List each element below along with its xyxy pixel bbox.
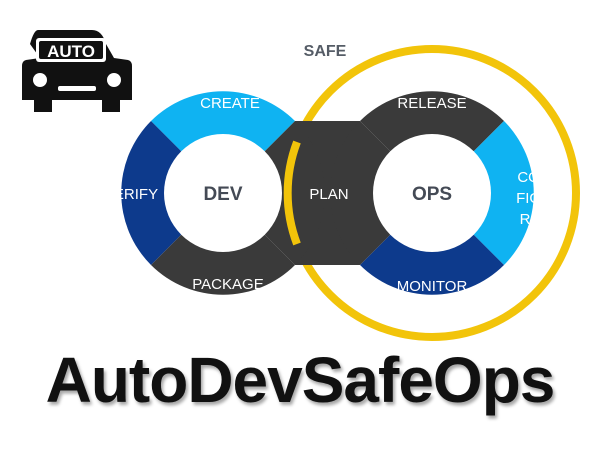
package-segment xyxy=(151,193,295,295)
main-title: AutoDevSafeOps xyxy=(45,344,556,416)
dev-hub-label: DEV xyxy=(203,184,242,205)
package-label: PACKAGE xyxy=(192,276,263,293)
configure-label-3: RE xyxy=(520,211,541,228)
configure-label-1: CON xyxy=(517,169,550,186)
monitor-label: MONITOR xyxy=(397,278,468,295)
plan-segment-left xyxy=(223,121,325,265)
verify-label: VERIFY xyxy=(104,186,158,203)
monitor-segment xyxy=(360,193,504,295)
infinity-loop xyxy=(121,91,534,295)
ops-hub-label: OPS xyxy=(412,184,452,205)
create-segment xyxy=(151,91,295,193)
plan-segment-right xyxy=(330,121,432,265)
safe-ring-overlay xyxy=(283,140,301,246)
plan-label: PLAN xyxy=(309,186,348,203)
configure-segment xyxy=(432,121,534,265)
auto-badge-label: AUTO xyxy=(47,42,95,61)
release-segment xyxy=(360,91,504,193)
release-label: RELEASE xyxy=(397,95,466,112)
verify-segment xyxy=(121,121,223,265)
car-icon xyxy=(22,30,132,112)
create-label: CREATE xyxy=(200,95,260,112)
configure-label-2: FIGU xyxy=(516,190,552,207)
safe-label: SAFE xyxy=(304,43,347,60)
